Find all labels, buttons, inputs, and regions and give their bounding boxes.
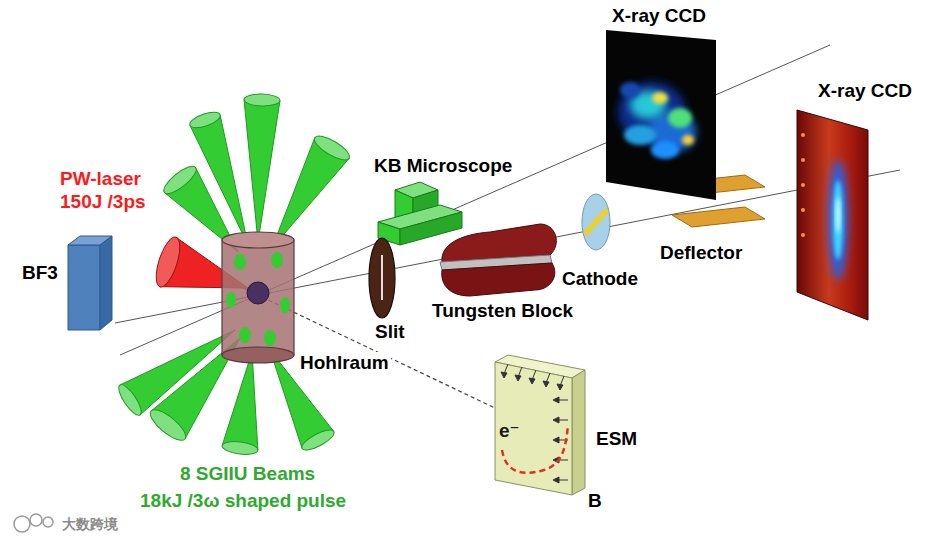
- beam-axis-part: [120, 45, 830, 355]
- ccd-image-part: [801, 133, 848, 280]
- bf3-detector-part: [100, 236, 112, 330]
- electron-spectrometer: [495, 355, 585, 495]
- laser-parameter: 150J /3ps: [58, 191, 148, 213]
- instrument-label: ESM: [594, 428, 639, 450]
- ccd-image-part-part: [801, 208, 805, 212]
- hohlraum-cylinder-part: [226, 292, 236, 308]
- tungsten-block-part: [442, 263, 555, 296]
- laser-beam-cone-part: [146, 405, 190, 445]
- laser-beam-cone-part: [190, 115, 248, 245]
- ccd-image: [797, 110, 868, 320]
- laser-beam-cone-part: [244, 100, 280, 243]
- laser-beam-cone-part: [222, 352, 258, 450]
- field-arrow-part: [553, 417, 559, 423]
- bf3-detector: [68, 236, 112, 330]
- laser-beam-cone-part: [244, 93, 280, 106]
- laser-beam-cone-part: [115, 382, 145, 419]
- field-arrow-part: [501, 372, 507, 378]
- hohlraum-cylinder: [222, 232, 294, 363]
- laser-label: PW-laser: [58, 168, 143, 190]
- laser-beam-cone-part: [160, 162, 200, 198]
- pw-laser-cone-part: [151, 234, 184, 289]
- component-label: Deflector: [658, 242, 744, 264]
- electron-spectrometer-part: [572, 370, 585, 495]
- ccd-image-part-part: [668, 108, 692, 128]
- laser-beam-cone-part: [311, 132, 352, 165]
- slit-part: [369, 238, 395, 318]
- electron-spectrometer-part: [495, 362, 572, 495]
- hohlraum-cylinder-part: [234, 254, 246, 270]
- watermark-logo: [14, 514, 53, 532]
- hohlraum-cylinder-part: [222, 232, 294, 248]
- ccd-image-part-part: [624, 125, 656, 145]
- ccd-image: [606, 30, 716, 200]
- component-label: Tungsten Block: [430, 300, 575, 322]
- beam-label: 8 SGIIU Beams: [178, 463, 317, 485]
- hohlraum-cylinder-part: [222, 347, 294, 363]
- field-arrow-part: [553, 437, 559, 443]
- cathode-part: [586, 211, 606, 233]
- deflector-plate-part: [672, 207, 765, 227]
- laser-beam-cone: [115, 93, 353, 456]
- ccd-image-part-part: [836, 197, 840, 233]
- beam-parameter: 18kJ /3ω shaped pulse: [138, 490, 348, 512]
- beam-axis: [115, 45, 900, 355]
- watermark: 大数跨境: [60, 513, 120, 535]
- field-arrow-part: [543, 381, 549, 387]
- tungsten-block: [440, 224, 556, 296]
- kb-microscope: [378, 182, 462, 245]
- field-arrow-part: [515, 375, 521, 381]
- cathode-part: [582, 194, 610, 250]
- component-label: Cathode: [560, 268, 640, 290]
- hohlraum-cylinder-part: [271, 252, 283, 268]
- instrument-label: KB Microscope: [372, 155, 514, 177]
- hohlraum-cylinder-part: [222, 240, 294, 355]
- ccd-image-part-part: [801, 158, 805, 162]
- watermark-logo-part: [43, 517, 53, 527]
- bf3-detector-part: [68, 245, 100, 330]
- ccd-image-part-part: [651, 141, 679, 159]
- ccd-image-part-part: [801, 233, 805, 237]
- detector-label: X-ray CCD: [610, 5, 708, 27]
- cathode: [582, 194, 610, 250]
- ccd-image-part: [618, 82, 696, 159]
- target-label: Hohlraum: [298, 352, 391, 374]
- laser-beam-cone-part: [299, 426, 336, 454]
- ccd-image-part-part: [801, 183, 805, 187]
- hohlraum-cylinder-part: [280, 297, 290, 313]
- ccd-image-part: [797, 110, 868, 320]
- field-arrow-part: [553, 477, 559, 483]
- slit: [369, 238, 395, 318]
- field-arrow-part: [557, 384, 563, 390]
- detector-label: BF3: [20, 262, 60, 284]
- ccd-image-part-part: [828, 160, 848, 280]
- ccd-image-part-part: [652, 92, 668, 104]
- component-label: Slit: [373, 321, 407, 343]
- ccd-image-part-part: [801, 133, 805, 137]
- particle-symbol: e⁻: [497, 420, 522, 442]
- field-arrow-part: [553, 397, 559, 403]
- field-arrow-part: [529, 378, 535, 384]
- kb-microscope-part: [400, 212, 462, 245]
- detector-label: X-ray CCD: [816, 80, 914, 102]
- watermark-logo-part: [30, 514, 42, 526]
- ccd-image-part-part: [833, 180, 843, 260]
- ccd-image-part-part: [682, 135, 694, 145]
- ccd-image-part: [606, 30, 716, 200]
- ccd-image-part-part: [620, 82, 640, 98]
- laser-beam-cone-part: [221, 440, 258, 456]
- hohlraum-cylinder-part: [239, 327, 251, 343]
- slit-part: [381, 255, 383, 300]
- hohlraum-cylinder-part: [264, 330, 276, 346]
- laser-beam-cone-part: [188, 109, 222, 131]
- field-label: B: [586, 490, 604, 512]
- watermark-logo-part: [14, 516, 30, 532]
- hohlraum-cylinder-part: [247, 282, 269, 304]
